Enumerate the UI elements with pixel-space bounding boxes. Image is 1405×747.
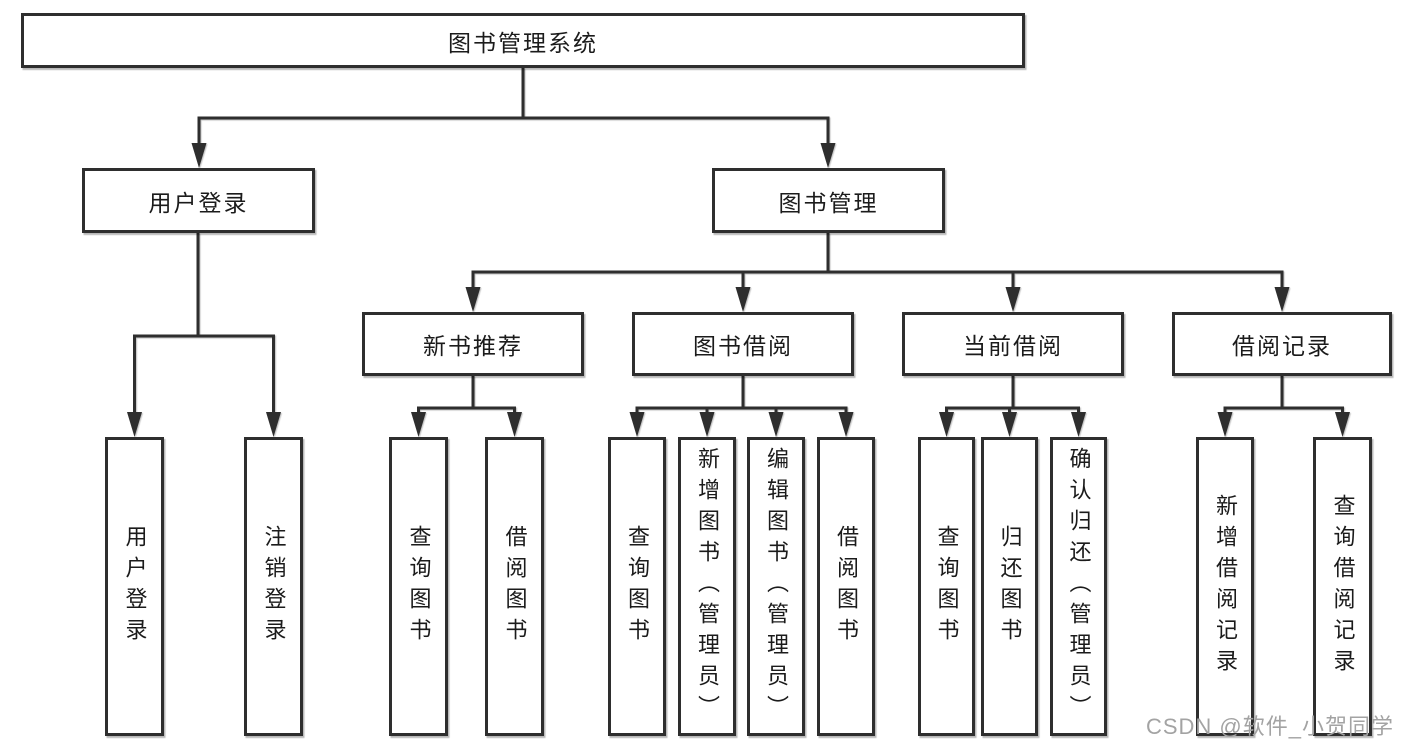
node-new-book-recommend: 新书推荐 (362, 312, 584, 376)
leaf-recommend-borrow-books: 借阅图书 (485, 437, 544, 736)
leaf-current-return-books: 归还图书 (981, 437, 1038, 736)
leaf-borrowing-borrow-books: 借阅图书 (817, 437, 875, 736)
leaf-current-confirm-return-admin: 确认归还（管理员） (1050, 437, 1107, 736)
node-library-system: 图书管理系统 (21, 13, 1025, 68)
leaf-borrowing-add-books-admin: 新增图书（管理员） (678, 437, 736, 736)
leaf-logout: 注销登录 (244, 437, 303, 736)
watermark: CSDN @软件_小贺同学 (1145, 714, 1394, 739)
leaf-recommend-query-books: 查询图书 (389, 437, 448, 736)
node-borrowing-records: 借阅记录 (1172, 312, 1392, 376)
leaf-current-query-books: 查询图书 (918, 437, 975, 736)
leaf-records-query-record: 查询借阅记录 (1313, 437, 1372, 736)
node-book-management: 图书管理 (712, 168, 945, 233)
leaf-borrowing-edit-books-admin: 编辑图书（管理员） (747, 437, 805, 736)
leaf-borrowing-query-books: 查询图书 (608, 437, 666, 736)
node-current-borrowing: 当前借阅 (902, 312, 1124, 376)
leaf-user-login: 用户登录 (105, 437, 164, 736)
node-user-login-group: 用户登录 (82, 168, 315, 233)
node-book-borrowing: 图书借阅 (632, 312, 854, 376)
arrowhead-triangles (127, 143, 1350, 437)
leaf-records-add-record: 新增借阅记录 (1196, 437, 1254, 736)
